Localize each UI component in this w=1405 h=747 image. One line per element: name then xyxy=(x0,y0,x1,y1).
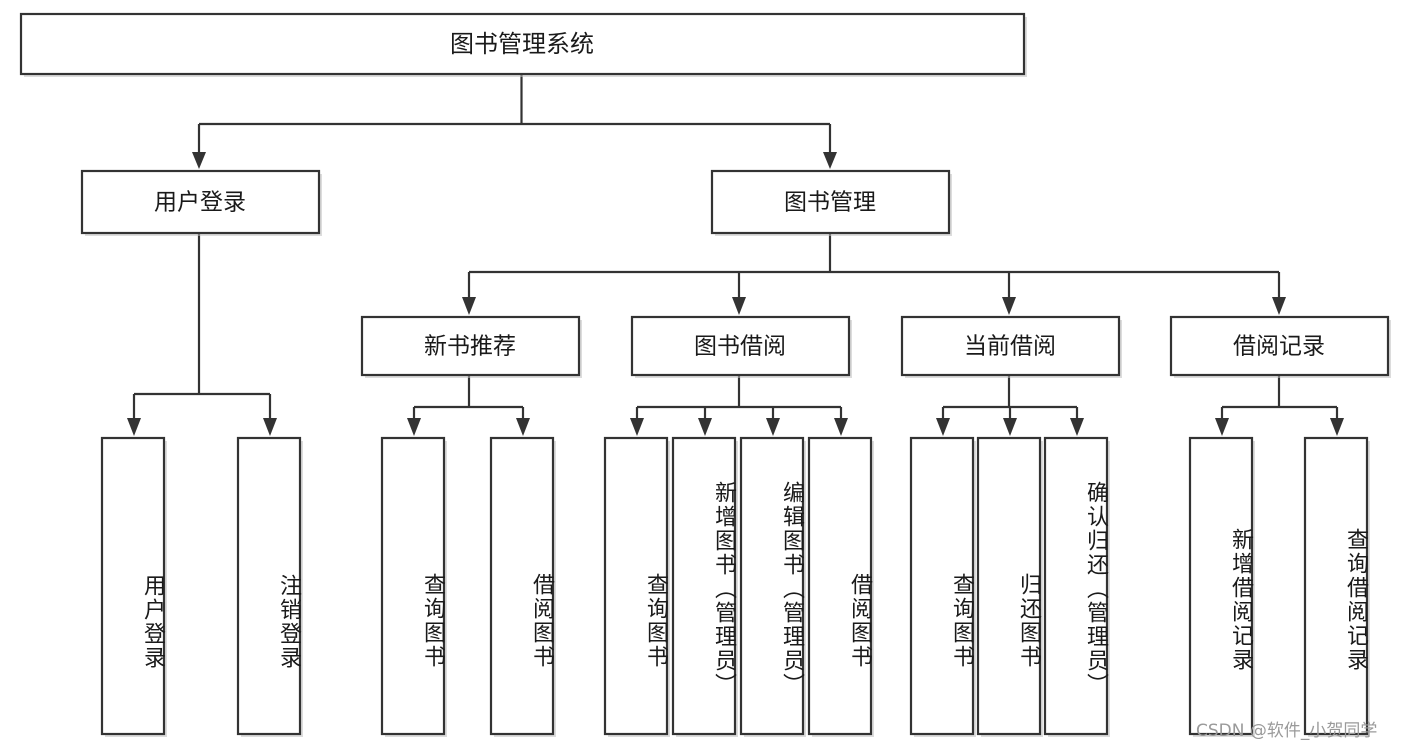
node-leaf-confirm-return[interactable] xyxy=(1043,436,1109,736)
arrowhead-user-login xyxy=(192,152,206,169)
arrowhead-book-borrow xyxy=(732,297,746,315)
node-book-manage[interactable] xyxy=(710,169,951,235)
arrowhead-leaf-query-book-3 xyxy=(936,418,950,436)
node-leaf-borrow-book-1[interactable] xyxy=(489,436,555,736)
arrowhead-leaf-query-book-1 xyxy=(407,418,421,436)
arrowhead-leaf-return-book xyxy=(1003,418,1017,436)
node-user-login-label: 用户登录 xyxy=(154,190,246,216)
arrowhead-book-manage xyxy=(823,152,837,169)
node-leaf-query-book-3[interactable] xyxy=(909,436,975,736)
box-layer xyxy=(19,12,1390,736)
node-borrow-record[interactable] xyxy=(1169,315,1390,377)
arrowhead-leaf-add-book xyxy=(698,418,712,436)
node-current-borrow[interactable] xyxy=(900,315,1121,377)
node-leaf-edit-book[interactable] xyxy=(739,436,805,736)
node-leaf-user-login[interactable] xyxy=(100,436,166,736)
node-leaf-query-book-1[interactable] xyxy=(380,436,446,736)
node-leaf-return-book[interactable] xyxy=(976,436,1042,736)
node-leaf-add-record[interactable] xyxy=(1188,436,1254,736)
node-leaf-query-book-2[interactable] xyxy=(603,436,669,736)
node-root-label: 图书管理系统 xyxy=(450,30,594,58)
node-borrow-record-label: 借阅记录 xyxy=(1233,334,1325,360)
node-user-login[interactable] xyxy=(80,169,321,235)
arrowhead-borrow-record xyxy=(1272,297,1286,315)
arrowhead-leaf-borrow-book-2 xyxy=(834,418,848,436)
watermark-text: CSDN @软件_小贺同学 xyxy=(1196,721,1378,741)
node-leaf-add-book[interactable] xyxy=(671,436,737,736)
arrowhead-leaf-borrow-book-1 xyxy=(516,418,530,436)
node-book-manage-label: 图书管理 xyxy=(784,190,876,216)
arrowhead-leaf-query-record xyxy=(1330,418,1344,436)
node-book-borrow[interactable] xyxy=(630,315,851,377)
node-root[interactable] xyxy=(19,12,1026,76)
node-new-book-recommend-label: 新书推荐 xyxy=(424,334,516,360)
node-new-book-recommend[interactable] xyxy=(360,315,581,377)
arrowhead-leaf-user-login xyxy=(127,418,141,436)
arrowhead-leaf-edit-book xyxy=(766,418,780,436)
arrowhead-leaf-query-book-2 xyxy=(630,418,644,436)
node-current-borrow-label: 当前借阅 xyxy=(964,334,1056,360)
node-leaf-query-record[interactable] xyxy=(1303,436,1369,736)
arrowhead-leaf-add-record xyxy=(1215,418,1229,436)
node-leaf-borrow-book-2[interactable] xyxy=(807,436,873,736)
arrowhead-leaf-confirm-return xyxy=(1070,418,1084,436)
arrowhead-new-book-recommend xyxy=(462,297,476,315)
node-leaf-user-logout[interactable] xyxy=(236,436,302,736)
arrowhead-leaf-user-logout xyxy=(263,418,277,436)
label-layer: 图书管理系统 用户登录 图书管理 新书推荐 图书借阅 当前借阅 借阅记录 xyxy=(154,30,1325,360)
connector-layer xyxy=(127,75,1344,436)
node-book-borrow-label: 图书借阅 xyxy=(694,334,786,360)
arrowhead-current-borrow xyxy=(1002,297,1016,315)
